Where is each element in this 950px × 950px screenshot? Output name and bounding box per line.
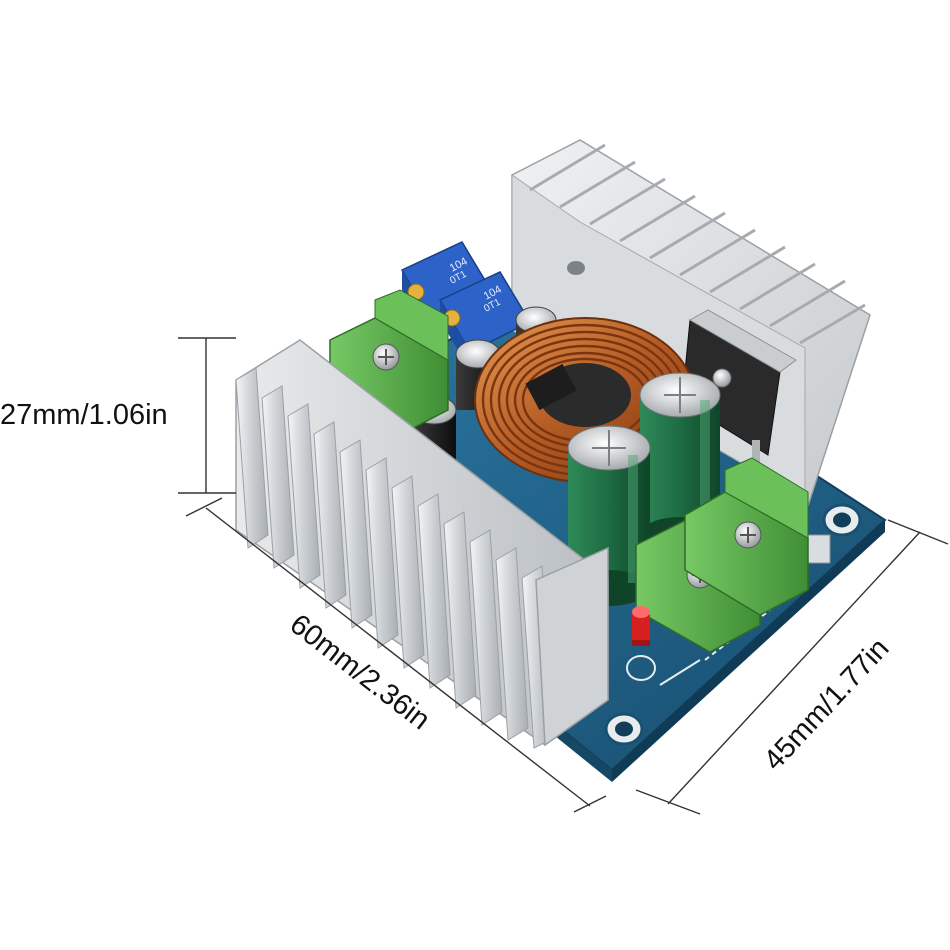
mounting-hole-mid [626,655,656,681]
dimension-height: 27mm/1.06in [0,337,236,494]
silkscreen-marks [659,534,831,686]
heatsink-back-fins [529,143,866,345]
mounting-hole-right [822,503,862,537]
width-label: 45mm/1.77in [758,632,896,776]
mounting-hole-front [604,712,644,746]
indicator-led [632,606,650,646]
height-label: 27mm/1.06in [0,399,168,431]
heatsink-front-fins [235,367,555,749]
heatsink-front [235,339,609,749]
terminal-block-output-2[interactable] [684,457,809,616]
